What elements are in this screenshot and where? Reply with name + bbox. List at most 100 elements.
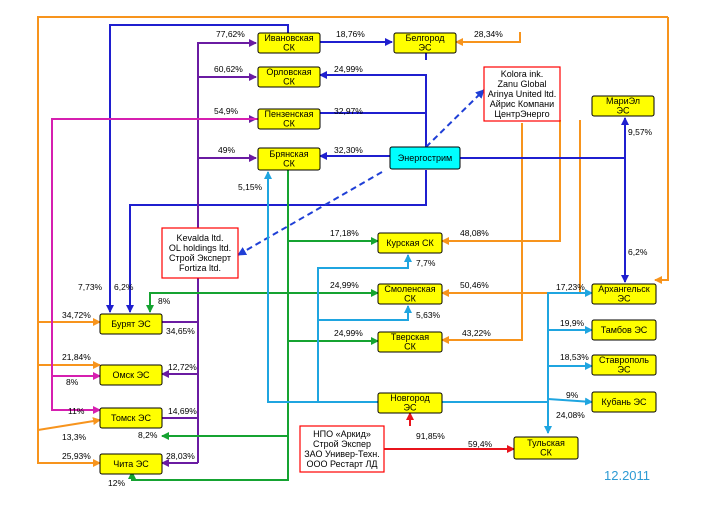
node-label: Кубань ЭС bbox=[602, 397, 647, 407]
node-box bbox=[591, 283, 657, 305]
node-box bbox=[99, 364, 163, 386]
edge-line bbox=[37, 417, 101, 431]
node-box bbox=[257, 147, 321, 171]
edge-label: 34,65% bbox=[166, 326, 195, 336]
node-tomsk: Томск ЭС bbox=[99, 407, 163, 429]
edge-label: 32,97% bbox=[334, 106, 363, 116]
node-box bbox=[591, 319, 657, 341]
edge-label: 28,03% bbox=[166, 451, 195, 461]
node-label: Fortiza ltd. bbox=[179, 263, 221, 273]
node-box bbox=[591, 354, 657, 376]
node-label: НПО «Аркид» bbox=[313, 429, 371, 439]
orange-lines bbox=[37, 16, 669, 467]
node-box bbox=[483, 66, 561, 122]
edge-line bbox=[237, 171, 383, 256]
node-label: Орловская bbox=[266, 67, 311, 77]
edge-line bbox=[460, 117, 629, 159]
node-label: Новгород bbox=[390, 393, 430, 403]
blue-lines bbox=[106, 24, 629, 313]
edge-label: 11% bbox=[68, 406, 85, 416]
date-label: 12.2011 bbox=[604, 468, 650, 483]
edge-label: 7,7% bbox=[416, 258, 436, 268]
edge-label: 28,34% bbox=[474, 29, 503, 39]
node-label: МариЭл bbox=[606, 96, 640, 106]
edge-line bbox=[425, 89, 485, 148]
node-label: Ставрополь bbox=[599, 355, 649, 365]
edge-label: 54,9% bbox=[214, 106, 239, 116]
node-label: ЭС bbox=[618, 294, 631, 304]
node-box bbox=[377, 392, 443, 414]
edge-label: 18,76% bbox=[336, 29, 365, 39]
edge-label: 24,99% bbox=[330, 280, 359, 290]
node-box bbox=[513, 436, 579, 460]
node-label: СК bbox=[540, 448, 552, 458]
node-box bbox=[257, 108, 321, 130]
node-box bbox=[389, 146, 461, 170]
edge-label: 18,53% bbox=[560, 352, 589, 362]
node-label: СК bbox=[404, 294, 416, 304]
node-label: Брянская bbox=[269, 149, 308, 159]
edge-line bbox=[319, 71, 427, 147]
edge-label: 7,73% bbox=[78, 282, 103, 292]
edge-label: 9,57% bbox=[628, 127, 653, 137]
node-box bbox=[161, 227, 239, 279]
node-label: Бурят ЭС bbox=[111, 319, 151, 329]
edge-line bbox=[146, 292, 288, 313]
edge-label: 12,72% bbox=[168, 362, 197, 372]
node-label: Смоленская bbox=[384, 284, 435, 294]
node-label: ЭС bbox=[404, 403, 417, 413]
edge-line bbox=[126, 170, 427, 313]
node-label: Энергострим bbox=[398, 153, 452, 163]
edge-label: 77,62% bbox=[216, 29, 245, 39]
edge-label: 14,69% bbox=[168, 406, 197, 416]
node-label: Строй Эксперт bbox=[169, 253, 231, 263]
node-label: ЭС bbox=[618, 365, 631, 375]
edge-line bbox=[264, 171, 378, 403]
node-label: СК bbox=[283, 119, 295, 129]
edge-label: 17,18% bbox=[330, 228, 359, 238]
node-label: Томск ЭС bbox=[111, 413, 151, 423]
node-label: Тверская bbox=[391, 332, 429, 342]
edge-label: 50,46% bbox=[460, 280, 489, 290]
node-omsk: Омск ЭС bbox=[99, 364, 163, 386]
edge-line bbox=[547, 397, 593, 406]
node-box bbox=[99, 407, 163, 429]
node-kevalda: Kevalda ltd.OL holdings ltd.Строй Экспер… bbox=[161, 227, 239, 279]
node-label: Строй Экспер bbox=[313, 439, 371, 449]
node-label: Айрис Компани bbox=[490, 99, 554, 109]
edge-line bbox=[455, 32, 521, 46]
nodes: ИвановскаяСКБелгородЭСОрловскаяСКПензенс… bbox=[99, 32, 657, 475]
node-label: Архангельск bbox=[598, 284, 650, 294]
edge-label: 6,2% bbox=[114, 282, 134, 292]
node-label: Ивановская bbox=[264, 33, 313, 43]
node-buryat: Бурят ЭС bbox=[99, 313, 163, 335]
edge-label: 21,84% bbox=[62, 352, 91, 362]
node-box bbox=[377, 331, 443, 353]
node-label: ЭС bbox=[419, 43, 432, 53]
edge-line bbox=[37, 16, 668, 326]
node-box bbox=[257, 32, 321, 54]
edge-label: 12% bbox=[108, 478, 125, 488]
node-energostrim: Энергострим bbox=[389, 146, 461, 170]
edge-label: 91,85% bbox=[416, 431, 445, 441]
cyan-lines bbox=[264, 171, 593, 434]
edge-line bbox=[441, 123, 523, 344]
edge-line bbox=[317, 254, 412, 402]
edge-line bbox=[51, 118, 258, 414]
node-label: Тамбов ЭС bbox=[601, 325, 648, 335]
red-lines bbox=[384, 412, 515, 453]
edge-label: 8% bbox=[66, 377, 79, 387]
